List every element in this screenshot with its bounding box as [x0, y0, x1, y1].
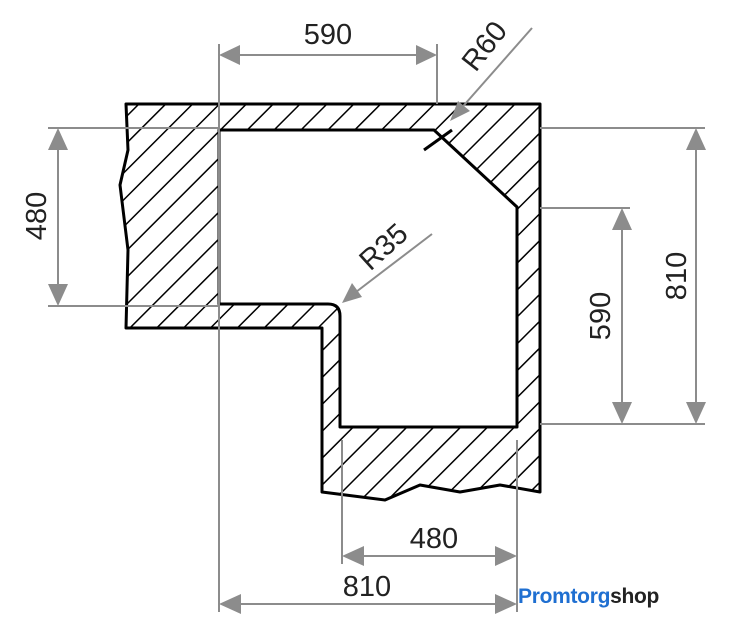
- leader-r35: [355, 233, 433, 293]
- label-inner-radius: R35: [354, 218, 415, 277]
- r60-tick: [423, 128, 453, 152]
- label-corner-radius: R60: [456, 16, 514, 78]
- arrow-left-up: [48, 128, 68, 150]
- arrow-r35: [342, 283, 362, 303]
- arrow-right-total-up: [686, 128, 706, 150]
- sink-hatched-rim: [118, 102, 542, 502]
- arrow-top-right: [416, 45, 437, 65]
- arrow-bottom-total-right: [495, 594, 517, 614]
- arrowheads: [48, 45, 706, 614]
- arrow-right-inner-down: [612, 402, 632, 424]
- arrow-right-inner-up: [612, 208, 632, 230]
- label-top-width: 590: [304, 19, 352, 51]
- arrow-bottom-inner-left: [342, 546, 364, 566]
- label-bottom-inner-width: 480: [410, 523, 458, 555]
- arrow-top-left: [219, 45, 240, 65]
- label-right-inner-height: 590: [585, 292, 617, 340]
- dimension-lines: [48, 27, 705, 612]
- arrow-right-total-down: [686, 402, 706, 424]
- leader-r60: [457, 27, 533, 113]
- label-right-total-height: 810: [661, 252, 693, 300]
- arrow-bottom-total-left: [219, 594, 241, 614]
- sink-body: [118, 102, 542, 502]
- arrow-r60: [450, 101, 470, 121]
- arrow-bottom-inner-right: [495, 546, 517, 566]
- promtorgshop-logo: Promtorgshop: [518, 585, 659, 609]
- label-left-height: 480: [21, 192, 53, 240]
- logo-text-part2: shop: [610, 585, 660, 608]
- arrow-left-down: [48, 284, 68, 306]
- label-bottom-total-width: 810: [343, 571, 391, 603]
- logo-text-part1: Promtorg: [518, 585, 611, 608]
